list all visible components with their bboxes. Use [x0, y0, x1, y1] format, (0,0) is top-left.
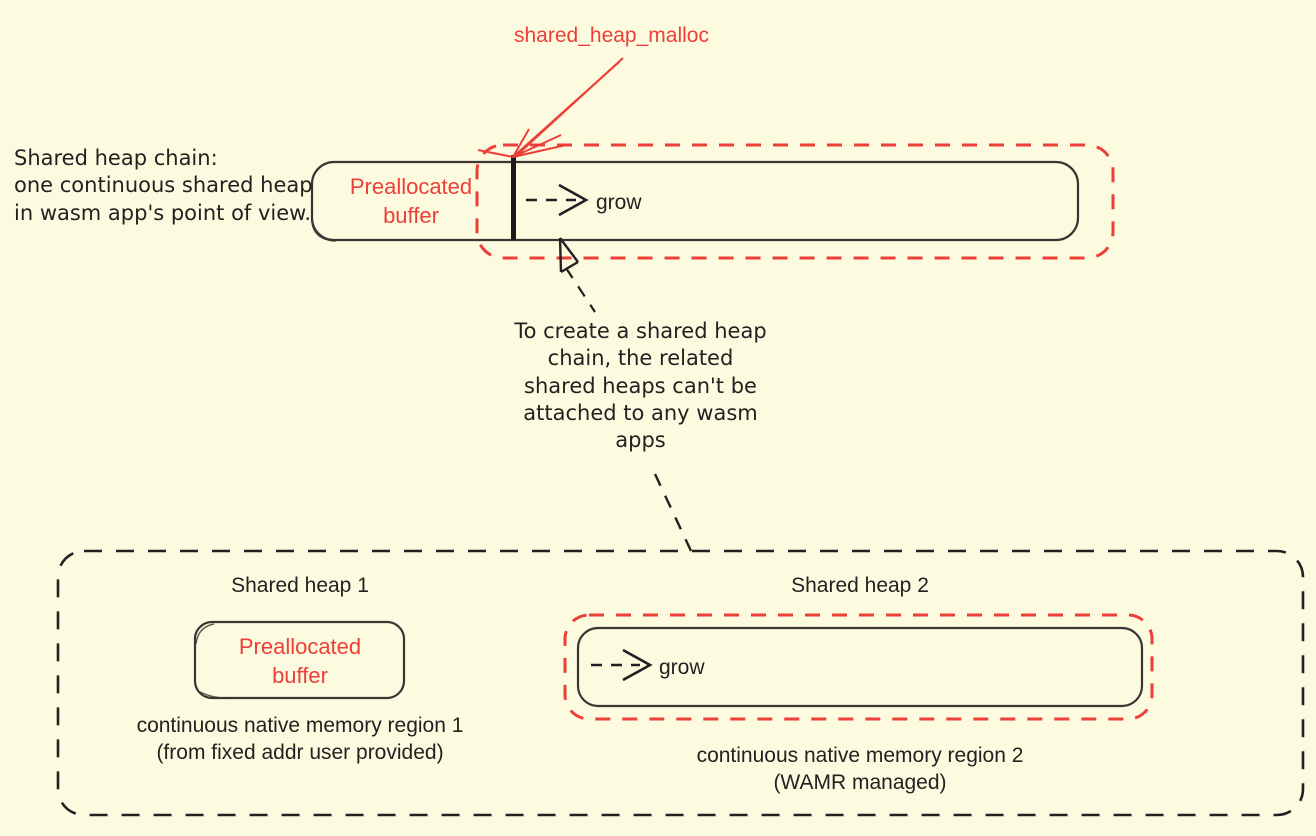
note-leader-dashed-line — [653, 473, 694, 554]
shared-heap-malloc-pointer-arrow — [477, 57, 624, 158]
heap2-title: Shared heap 2 — [791, 574, 929, 597]
top-shared-heap2-dashed-outline — [475, 143, 1115, 260]
heap2-dashed-outline — [563, 613, 1154, 721]
heap1-caption: continuous native memory region 1 (from … — [136, 714, 464, 765]
note-pointer-arrow-icon — [558, 237, 579, 274]
heap1-preallocated-buffer-label: Preallocated buffer — [238, 634, 362, 688]
note-pointer-dashed-tail — [565, 267, 596, 313]
heap2-grow-label: grow — [659, 656, 705, 679]
top-grow-label: grow — [596, 191, 642, 214]
top-grow-dashed-arrow-icon — [526, 183, 589, 217]
shared-heap-chain-caption: Shared heap chain: one continuous shared… — [14, 146, 313, 225]
heap2-grow-dashed-arrow-icon — [591, 648, 653, 682]
heap2-caption: continuous native memory region 2 (WAMR … — [696, 744, 1024, 795]
top-preallocated-buffer-label: Preallocated buffer — [349, 174, 473, 228]
shared-heap-chain-note: To create a shared heap chain, the relat… — [514, 319, 767, 453]
shared-heap-malloc-label: shared_heap_malloc — [514, 24, 709, 47]
heap1-title: Shared heap 1 — [231, 574, 369, 597]
